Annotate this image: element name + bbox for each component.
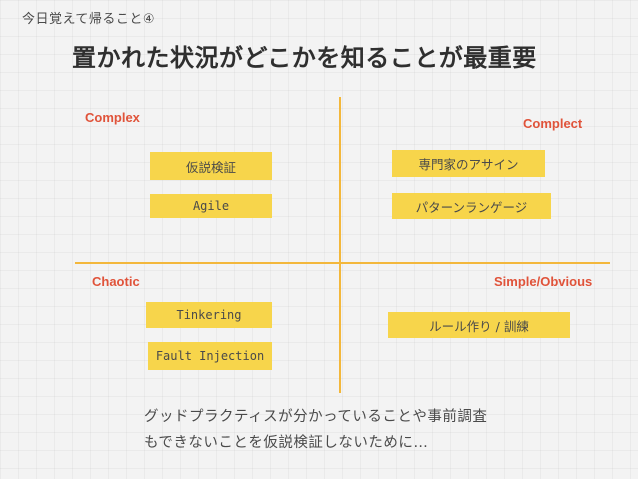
box-fault-injection: Fault Injection [148, 342, 272, 370]
box-assign-expert: 専門家のアサイン [392, 150, 545, 177]
box-agile: Agile [150, 194, 272, 218]
slide-subtitle: 今日覚えて帰ること④ [22, 12, 156, 27]
box-rules-training: ルール作り / 訓練 [388, 312, 570, 338]
horizontal-axis [75, 262, 610, 264]
box-tinkering: Tinkering [146, 302, 272, 328]
quadrant-label-chaotic: Chaotic [92, 274, 140, 289]
footer-line-2: もできないことを仮説検証しないために… [144, 435, 429, 451]
quadrant-label-simple-obvious: Simple/Obvious [494, 274, 593, 289]
box-pattern-language: パターンランゲージ [392, 193, 551, 219]
footer-line-1: グッドプラクティスが分かっていることや事前調査 [144, 409, 488, 425]
quadrant-label-complect: Complect [523, 116, 583, 131]
vertical-axis [339, 97, 341, 393]
footer-text: グッドプラクティスが分かっていることや事前調査 もできないことを仮説検証しないた… [144, 404, 487, 456]
slide-title: 置かれた状況がどこかを知ることが最重要 [72, 44, 537, 72]
quadrant-label-complex: Complex [85, 110, 140, 125]
box-hypothesis-verification: 仮説検証 [150, 152, 272, 180]
